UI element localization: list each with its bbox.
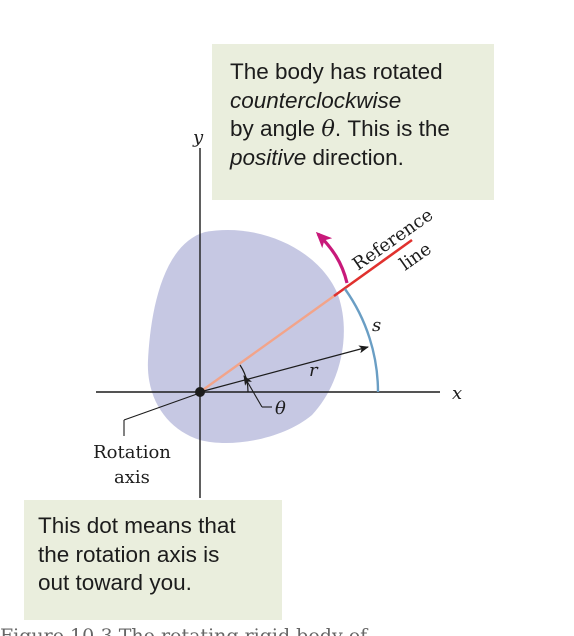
rotation-axis-label-2: axis bbox=[114, 467, 150, 488]
top-callout: The body has rotated counterclockwise by… bbox=[212, 44, 494, 200]
y-axis-label: y bbox=[192, 127, 204, 148]
top-callout-line-1: The body has rotated bbox=[230, 59, 443, 84]
rotation-axis-leader bbox=[123, 393, 198, 421]
reference-line bbox=[333, 238, 413, 298]
rigid-body bbox=[147, 229, 344, 443]
top-callout-line-3-b: . This is the bbox=[334, 116, 450, 141]
top-callout-theta: θ bbox=[321, 116, 335, 142]
angle-pointer bbox=[243, 375, 263, 408]
radius-arrow bbox=[199, 345, 369, 393]
top-callout-line-3: by angle θ. This is the bbox=[230, 115, 494, 144]
top-callout-line-3-a: by angle bbox=[230, 116, 322, 141]
figure-caption-fragment: Figure 10-3 The rotating rigid body of bbox=[0, 625, 368, 636]
arc-s bbox=[344, 288, 380, 393]
bottom-callout: This dot means that the rotation axis is… bbox=[24, 500, 282, 620]
x-axis-label: x bbox=[452, 383, 462, 404]
angle-label: θ bbox=[275, 398, 286, 419]
top-callout-positive: positive bbox=[230, 144, 307, 170]
bottom-callout-line-1: This dot means that bbox=[38, 513, 236, 538]
reference-line-inner bbox=[199, 295, 335, 393]
top-callout-line-4: positive direction. bbox=[230, 144, 494, 173]
arc-s-label: s bbox=[372, 315, 381, 336]
bottom-callout-line-2: the rotation axis is bbox=[38, 541, 220, 567]
rotation-arrow bbox=[315, 231, 349, 284]
top-callout-line-4-b: direction. bbox=[306, 144, 404, 170]
rotation-axis-dot bbox=[195, 387, 205, 397]
top-callout-line-2: counterclockwise bbox=[230, 87, 402, 113]
bottom-callout-line-3: out toward you. bbox=[38, 570, 192, 595]
rotation-axis-label: Rotation bbox=[93, 442, 171, 463]
radius-label: r bbox=[309, 360, 319, 381]
